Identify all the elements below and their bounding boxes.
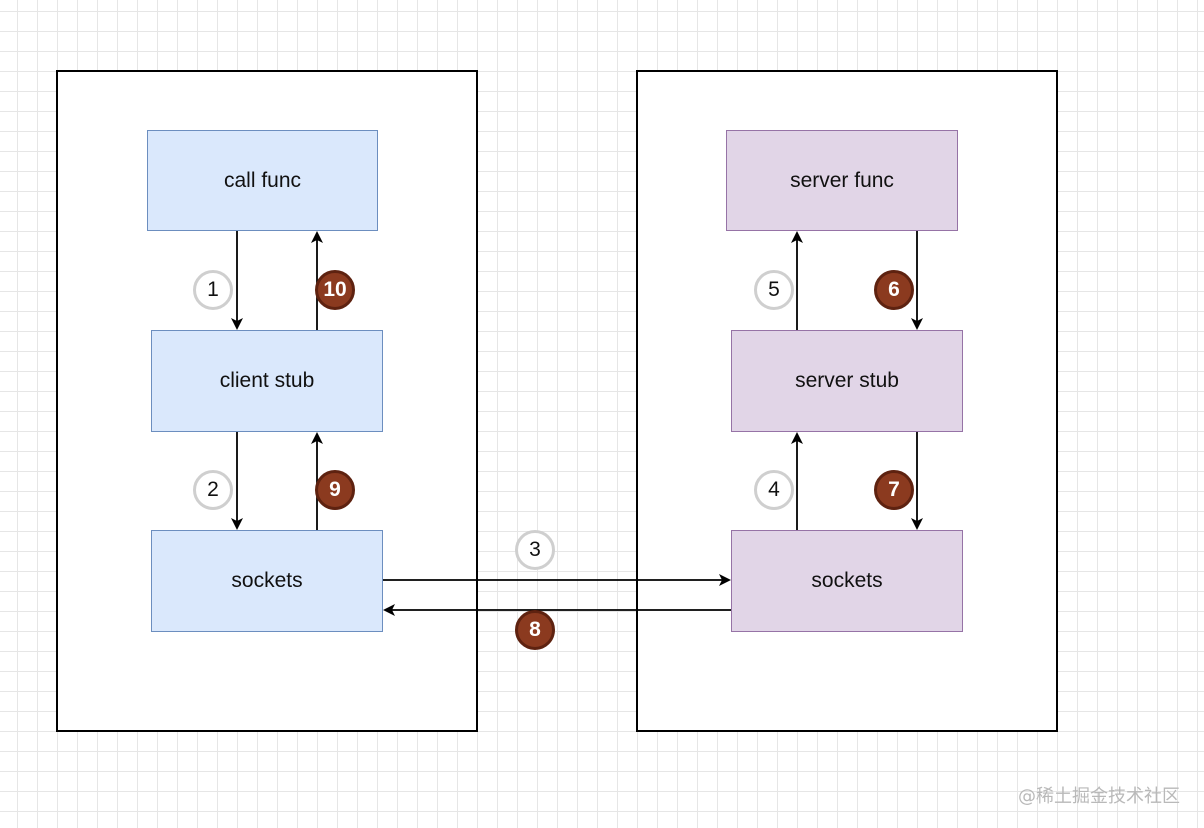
step-10-label: 10 [323,278,347,301]
step-1-badge: 1 [193,270,233,310]
step-8-label: 8 [529,618,541,641]
step-9-label: 9 [329,478,341,501]
step-3-label: 3 [529,538,541,561]
step-9-badge: 9 [315,470,355,510]
step-5-label: 5 [768,278,780,301]
step-6-label: 6 [888,278,900,301]
step-5-badge: 5 [754,270,794,310]
step-4-label: 4 [768,478,780,501]
step-3-badge: 3 [515,530,555,570]
client-sockets-label: sockets [231,569,303,592]
step-6-badge: 6 [874,270,914,310]
client-stub-label: client stub [219,369,315,392]
server-sockets-label: sockets [811,569,883,592]
server-sockets-box[interactable]: sockets [731,530,963,632]
server-stub-box[interactable]: server stub [731,330,963,432]
step-4-badge: 4 [754,470,794,510]
server-stub-label: server stub [795,369,899,392]
step-7-label: 7 [888,478,900,501]
call-func-label: call func [223,168,302,192]
server-func-box[interactable]: server func [726,130,958,231]
step-8-badge: 8 [515,610,555,650]
step-7-badge: 7 [874,470,914,510]
step-1-label: 1 [207,278,219,301]
client-sockets-box[interactable]: sockets [151,530,383,632]
step-2-label: 2 [207,478,219,501]
call-func-box[interactable]: call func [147,130,378,231]
server-func-label: server func [790,168,894,192]
step-10-badge: 10 [315,270,355,310]
step-2-badge: 2 [193,470,233,510]
watermark: @稀土掘金技术社区 [1018,786,1180,807]
client-stub-box[interactable]: client stub [151,330,383,432]
